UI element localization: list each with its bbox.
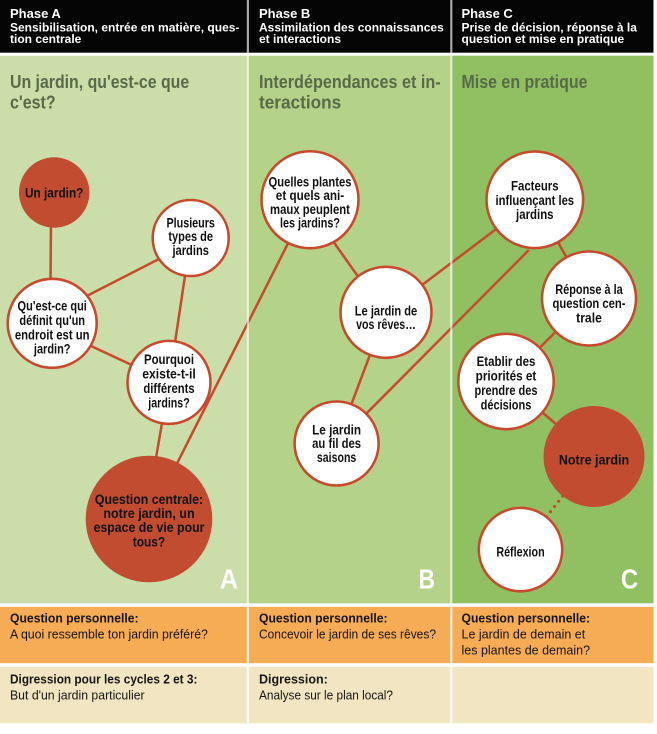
svg-text:C: C — [621, 564, 638, 595]
svg-text:Question personnelle:: Question personnelle: — [462, 611, 591, 625]
svg-text:Question personnelle:: Question personnelle: — [10, 611, 139, 625]
svg-text:question et mise en pratique: question et mise en pratique — [462, 32, 625, 46]
svg-text:Digression pour les cycles 2 e: Digression pour les cycles 2 et 3: — [10, 672, 197, 686]
svg-text:Un jardin?: Un jardin? — [25, 186, 83, 201]
svg-text:Un jardin, qu'est-ce que: Un jardin, qu'est-ce que — [10, 71, 189, 92]
svg-text:Notre jardin: Notre jardin — [559, 452, 629, 467]
svg-text:Phase C: Phase C — [462, 6, 514, 21]
svg-text:les plantes de demain?: les plantes de demain? — [462, 643, 591, 657]
svg-text:et interactions: et interactions — [259, 32, 341, 46]
svg-text:Le jardin de demain et: Le jardin de demain et — [462, 627, 586, 641]
svg-text:B: B — [419, 564, 436, 595]
svg-text:Mise en pratique: Mise en pratique — [462, 71, 588, 92]
svg-text:c'est?: c'est? — [10, 92, 56, 113]
svg-text:Question personnelle:: Question personnelle: — [259, 611, 388, 625]
svg-text:Analyse sur le plan local?: Analyse sur le plan local? — [259, 688, 393, 702]
svg-text:But d'un jardin particulier: But d'un jardin particulier — [10, 688, 145, 702]
svg-text:Phase B: Phase B — [259, 6, 310, 21]
svg-text:teractions: teractions — [259, 92, 341, 113]
svg-text:Phase A: Phase A — [10, 6, 61, 21]
svg-text:Réflexion: Réflexion — [496, 544, 544, 559]
svg-text:Interdépendances et in-: Interdépendances et in- — [259, 71, 441, 92]
svg-text:Digression:: Digression: — [259, 672, 328, 686]
svg-text:tion centrale: tion centrale — [10, 32, 82, 46]
svg-text:A quoi ressemble ton jardin pr: A quoi ressemble ton jardin préféré? — [10, 627, 208, 641]
svg-text:Concevoir le jardin de ses rêv: Concevoir le jardin de ses rêves? — [259, 627, 436, 641]
svg-text:A: A — [220, 563, 239, 594]
